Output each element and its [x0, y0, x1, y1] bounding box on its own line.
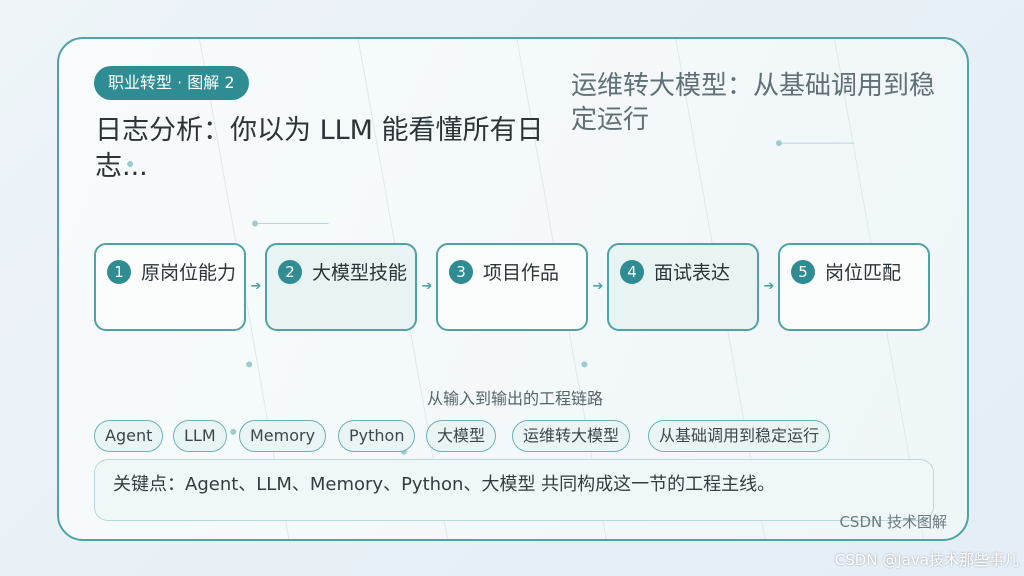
- watermark: CSDN @Java技术那些事儿: [834, 551, 1019, 569]
- step-5-label: 岗位匹配: [825, 262, 902, 284]
- section-badge: 职业转型 · 图解 2: [94, 66, 249, 100]
- step-4-label: 面试表达: [654, 262, 731, 284]
- step-2-label: 大模型技能: [312, 262, 408, 284]
- diagram-card: 职业转型 · 图解 2 日志分析：你以为 LLM 能看懂所有日志... 运维转大…: [57, 37, 969, 541]
- arrow-right-icon: ➔: [592, 279, 604, 294]
- main-title: 日志分析：你以为 LLM 能看懂所有日志...: [95, 115, 544, 182]
- diagram-caption: 从输入到输出的工程链路: [426, 389, 603, 408]
- arrow-right-icon: ➔: [763, 279, 775, 294]
- step-4-number: 4: [620, 260, 644, 284]
- tag-llm: LLM: [173, 420, 227, 452]
- side-title: 运维转大模型：从基础调用到稳定运行: [571, 71, 936, 135]
- tag-python: Python: [338, 420, 416, 452]
- step-5-number: 5: [791, 260, 815, 284]
- tag-memory: Memory: [239, 420, 327, 452]
- arrow-right-icon: ➔: [421, 279, 433, 294]
- tag-agent: Agent: [94, 420, 164, 452]
- arrow-right-icon: ➔: [250, 279, 262, 294]
- tag-large-model: 大模型: [426, 420, 497, 452]
- step-5-box: 5 岗位匹配: [778, 243, 930, 331]
- step-3-label: 项目作品: [483, 262, 560, 284]
- step-2-number: 2: [278, 260, 302, 284]
- key-point-box: 关键点：Agent、LLM、Memory、Python、大模型 共同构成这一节的…: [94, 459, 934, 521]
- step-3-box: 3 项目作品: [436, 243, 588, 331]
- step-3-number: 3: [449, 260, 473, 284]
- tag-basic-to-stable: 从基础调用到稳定运行: [648, 420, 831, 452]
- footer-credit: CSDN 技术图解: [839, 513, 947, 531]
- step-1-label: 原岗位能力: [141, 262, 237, 284]
- step-2-box: 2 大模型技能: [265, 243, 417, 331]
- step-1-box: 1 原岗位能力: [94, 243, 246, 331]
- step-4-box: 4 面试表达: [607, 243, 759, 331]
- tag-ops-to-llm: 运维转大模型: [512, 420, 631, 452]
- step-1-number: 1: [107, 260, 131, 284]
